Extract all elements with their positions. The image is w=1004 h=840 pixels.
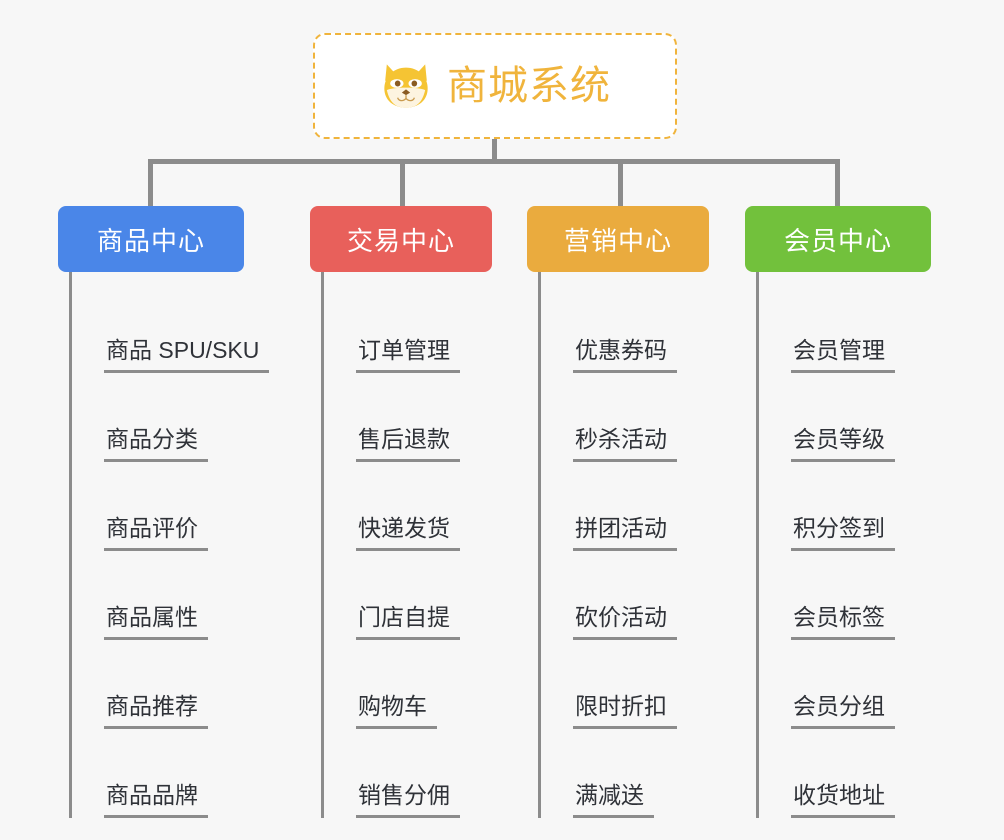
- leaf-item[interactable]: 积分签到: [759, 462, 931, 551]
- leaf-item[interactable]: 会员标签: [759, 551, 931, 640]
- leaf-item[interactable]: 商品评价: [72, 462, 244, 551]
- leaf-item[interactable]: 拼团活动: [541, 462, 709, 551]
- leaf-item[interactable]: 购物车: [324, 640, 492, 729]
- connector-root-stem: [492, 139, 497, 161]
- leaf-label: 砍价活动: [573, 604, 677, 640]
- leaf-label: 销售分佣: [356, 782, 460, 818]
- leaf-item[interactable]: 会员等级: [759, 373, 931, 462]
- leaf-label: 拼团活动: [573, 515, 677, 551]
- shiba-dog-face-icon: [384, 64, 428, 108]
- connector-drop-4: [835, 159, 840, 207]
- category-label: 会员中心: [783, 225, 892, 256]
- branch-column-member-center: 会员中心 会员管理 会员等级 积分签到 会员标签 会员分组 收货地址: [745, 206, 931, 818]
- leaf-label: 快递发货: [356, 515, 460, 551]
- leaf-label: 商品评价: [104, 515, 208, 551]
- category-label: 商品中心: [96, 225, 205, 256]
- connector-drop-2: [400, 159, 405, 207]
- leaf-item[interactable]: 商品分类: [72, 373, 244, 462]
- leaf-label: 秒杀活动: [573, 426, 677, 462]
- leaf-item[interactable]: 商品属性: [72, 551, 244, 640]
- category-label: 营销中心: [563, 225, 672, 256]
- leaf-label: 满减送: [573, 782, 654, 818]
- leaf-label: 商品推荐: [104, 693, 208, 729]
- leaf-item[interactable]: 销售分佣: [324, 729, 492, 818]
- leaf-label: 优惠券码: [573, 337, 677, 373]
- leaf-label: 商品品牌: [104, 782, 208, 818]
- leaf-label: 收货地址: [791, 782, 895, 818]
- leaf-item[interactable]: 会员管理: [759, 284, 931, 373]
- branch-column-product-center: 商品中心 商品 SPU/SKU 商品分类 商品评价 商品属性 商品推荐 商品品牌: [58, 206, 270, 818]
- leaf-list-member-center: 会员管理 会员等级 积分签到 会员标签 会员分组 收货地址: [756, 272, 931, 818]
- leaf-label: 订单管理: [356, 337, 460, 373]
- leaf-label: 售后退款: [356, 426, 460, 462]
- leaf-item[interactable]: 商品推荐: [72, 640, 244, 729]
- leaf-label: 会员标签: [791, 604, 895, 640]
- branch-column-marketing-center: 营销中心 优惠券码 秒杀活动 拼团活动 砍价活动 限时折扣 满减送: [527, 206, 709, 818]
- leaf-item[interactable]: 会员分组: [759, 640, 931, 729]
- leaf-label: 门店自提: [356, 604, 460, 640]
- leaf-item[interactable]: 商品 SPU/SKU: [72, 284, 270, 373]
- category-box-product-center[interactable]: 商品中心: [58, 206, 244, 272]
- leaf-label: 限时折扣: [573, 693, 677, 729]
- leaf-item[interactable]: 满减送: [541, 729, 709, 818]
- leaf-label: 积分签到: [791, 515, 895, 551]
- leaf-item[interactable]: 门店自提: [324, 551, 492, 640]
- leaf-list-product-center: 商品 SPU/SKU 商品分类 商品评价 商品属性 商品推荐 商品品牌: [69, 272, 270, 818]
- category-box-member-center[interactable]: 会员中心: [745, 206, 931, 272]
- leaf-label: 会员分组: [791, 693, 895, 729]
- leaf-item[interactable]: 商品品牌: [72, 729, 244, 818]
- root-title: 商城系统: [447, 64, 611, 108]
- leaf-label: 商品分类: [104, 426, 208, 462]
- leaf-label: 商品 SPU/SKU: [104, 337, 270, 373]
- leaf-item[interactable]: 订单管理: [324, 284, 492, 373]
- leaf-item[interactable]: 快递发货: [324, 462, 492, 551]
- connector-horizontal-bar: [148, 159, 840, 164]
- category-label: 交易中心: [346, 225, 455, 256]
- category-box-marketing-center[interactable]: 营销中心: [527, 206, 709, 272]
- leaf-item[interactable]: 收货地址: [759, 729, 931, 818]
- leaf-label: 会员等级: [791, 426, 895, 462]
- leaf-item[interactable]: 秒杀活动: [541, 373, 709, 462]
- leaf-list-trade-center: 订单管理 售后退款 快递发货 门店自提 购物车 销售分佣: [321, 272, 492, 818]
- leaf-list-marketing-center: 优惠券码 秒杀活动 拼团活动 砍价活动 限时折扣 满减送: [538, 272, 709, 818]
- leaf-item[interactable]: 优惠券码: [541, 284, 709, 373]
- branch-column-trade-center: 交易中心 订单管理 售后退款 快递发货 门店自提 购物车 销售分佣: [310, 206, 492, 818]
- connector-drop-3: [618, 159, 623, 207]
- leaf-label: 商品属性: [104, 604, 208, 640]
- category-box-trade-center[interactable]: 交易中心: [310, 206, 492, 272]
- leaf-item[interactable]: 砍价活动: [541, 551, 709, 640]
- leaf-label: 购物车: [356, 693, 437, 729]
- leaf-item[interactable]: 售后退款: [324, 373, 492, 462]
- leaf-item[interactable]: 限时折扣: [541, 640, 709, 729]
- connector-drop-1: [148, 159, 153, 207]
- root-node-shop-system[interactable]: 商城系统: [313, 33, 677, 139]
- leaf-label: 会员管理: [791, 337, 895, 373]
